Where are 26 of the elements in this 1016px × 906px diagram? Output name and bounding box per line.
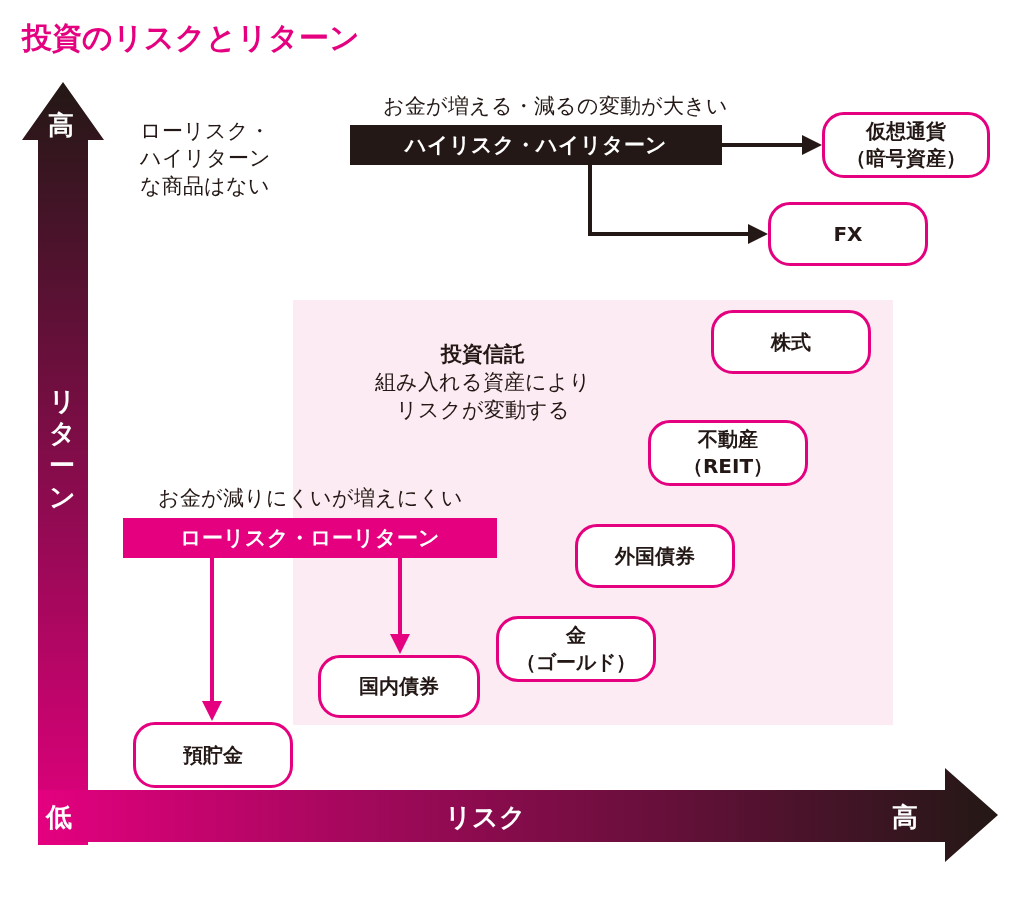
region-panel	[293, 300, 893, 725]
axis-label: 低	[46, 801, 72, 834]
axis-label: 高	[892, 801, 918, 834]
node-label: お金が減りにくいが増えにくい	[156, 485, 464, 512]
category-box: 仮想通貨（暗号資産）	[822, 112, 990, 178]
category-box: 預貯金	[133, 722, 293, 788]
arrow	[202, 558, 222, 721]
risk-band: ローリスク・ローリターン	[123, 518, 497, 558]
risk-band: ハイリスク・ハイリターン	[350, 125, 722, 165]
axis-title: リターン	[48, 385, 76, 513]
category-box: 不動産（REIT）	[648, 420, 808, 486]
panel-text: 組み入れる資産によりリスクが変動する	[374, 369, 592, 425]
panel-heading: 投資信託	[439, 341, 526, 368]
category-box: 金（ゴールド）	[496, 616, 656, 682]
node-label: お金が増える・減るの変動が大きい	[381, 93, 729, 120]
arrow	[588, 165, 768, 244]
axis-title: リスク	[445, 801, 526, 834]
axis-label: 高	[48, 109, 74, 142]
category-box: 国内債券	[318, 655, 480, 718]
category-box: FX	[768, 202, 928, 266]
category-box: 株式	[711, 310, 871, 374]
title: 投資のリスクとリターン	[22, 19, 360, 57]
arrow	[390, 558, 410, 654]
note: ローリスク・ハイリターンな商品はない	[138, 118, 272, 200]
category-box: 外国債券	[575, 524, 735, 588]
arrow	[722, 135, 822, 155]
